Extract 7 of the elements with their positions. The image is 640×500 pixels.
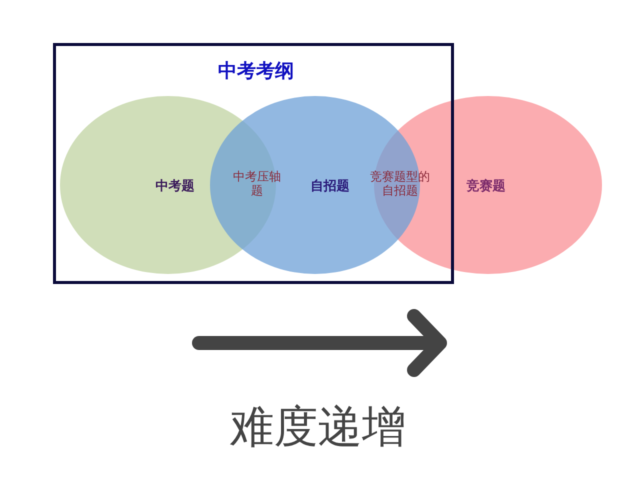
set-label: 中考题 <box>156 178 194 195</box>
set-label: 自招题 <box>310 178 350 195</box>
caption-text: 难度递增 <box>229 402 407 454</box>
overlap-label: 中考压轴题 <box>233 170 281 198</box>
outline-box <box>53 43 454 284</box>
title-text: 中考考纲 <box>218 59 294 84</box>
set-label: 竞赛题 <box>466 178 506 195</box>
